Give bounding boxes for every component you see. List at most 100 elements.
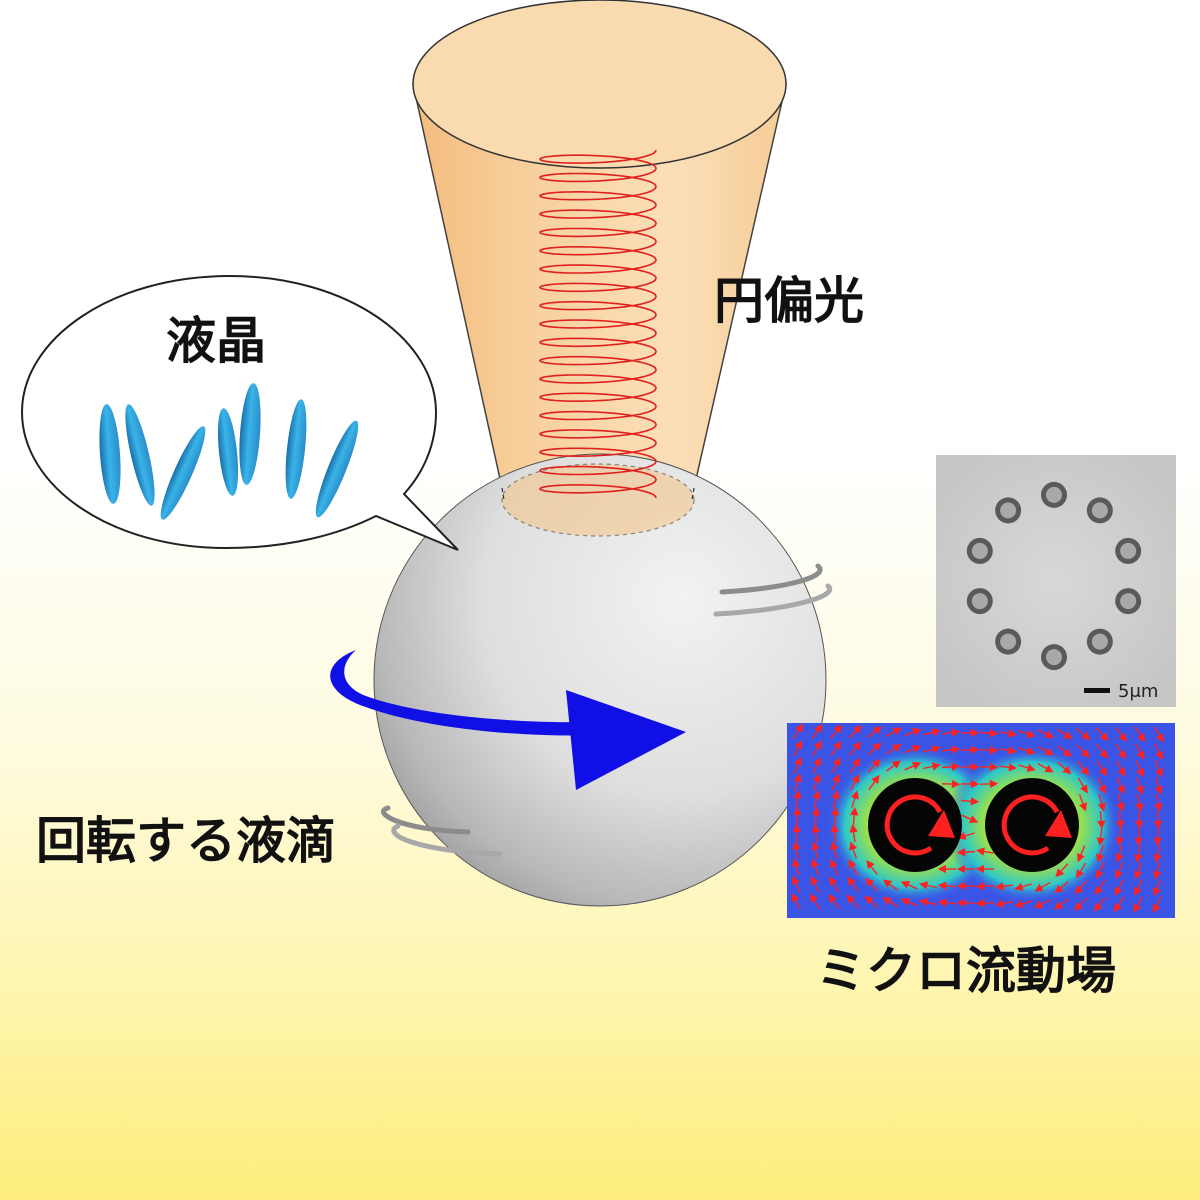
- flow-arrow: [848, 741, 862, 756]
- motion-line-right-1: [719, 563, 823, 595]
- microscope-droplet-core: [1046, 649, 1062, 666]
- flow-arrow: [1116, 794, 1125, 812]
- flow-arrows: [791, 723, 1164, 914]
- label-liquid-crystal: 液晶: [166, 311, 266, 370]
- flow-arrow: [865, 878, 879, 892]
- flow-arrow: [868, 774, 880, 791]
- flow-arrow: [812, 789, 821, 809]
- flow-arrow: [866, 860, 878, 876]
- flow-arrow: [792, 823, 801, 843]
- flow-arrow: [923, 745, 941, 754]
- polarization-helix: [539, 149, 657, 499]
- flow-arrow: [937, 898, 957, 907]
- microscope-droplet-core: [1000, 633, 1017, 650]
- flow-arrow: [1115, 862, 1124, 880]
- flow-arrow: [830, 823, 839, 843]
- flow-arrow: [1097, 810, 1106, 830]
- circular-arrow-head: [1045, 810, 1072, 838]
- flow-arrow: [1096, 760, 1108, 777]
- flow-arrow: [882, 897, 899, 908]
- flow-arrow: [1053, 898, 1070, 910]
- flow-arrow: [1077, 845, 1086, 863]
- flow-arrow: [811, 723, 823, 740]
- flow-arrow: [829, 724, 843, 739]
- flow-arrow: [900, 898, 918, 907]
- lc-molecule: [160, 426, 206, 520]
- flow-arrow: [998, 729, 1018, 738]
- flow-arrow: [1153, 726, 1164, 743]
- beam-footprint: [501, 463, 695, 537]
- flow-arrow: [811, 740, 822, 757]
- microscope-droplet-core: [1000, 502, 1017, 519]
- flow-arrow: [1114, 879, 1124, 896]
- flow-arrow: [1115, 743, 1127, 760]
- lc-molecules: [99, 383, 359, 520]
- motion-line-left-2: [391, 823, 503, 857]
- rotating-droplet-left: [868, 778, 962, 872]
- flow-arrow: [1135, 793, 1144, 813]
- flow-arrow: [810, 875, 820, 893]
- rotating-droplet-right: [985, 778, 1079, 872]
- flow-arrow: [1134, 726, 1146, 743]
- flow-arrow: [1056, 728, 1073, 740]
- lc-molecule: [99, 404, 121, 504]
- lc-molecule: [125, 404, 155, 506]
- flow-arrow: [1014, 882, 1032, 891]
- lc-molecule: [217, 408, 239, 496]
- flow-arrow: [1037, 729, 1055, 738]
- flow-arrow: [848, 725, 862, 739]
- flow-arrow: [1115, 845, 1124, 863]
- motion-line-right-2: [713, 583, 833, 617]
- circular-arrow-head: [928, 810, 955, 838]
- flow-arrow: [919, 898, 937, 907]
- droplet-core: [868, 778, 962, 872]
- flow-arrow: [1056, 745, 1072, 757]
- flow-arrow: [1153, 810, 1163, 830]
- flow-arrow: [1116, 810, 1125, 830]
- flow-arrow: [1094, 879, 1106, 896]
- flow-arrow: [830, 841, 839, 859]
- flow-arrow: [792, 840, 801, 860]
- flow-arrow: [1135, 777, 1144, 795]
- motion-line-left-1: [380, 805, 471, 835]
- flow-arrow: [849, 841, 858, 859]
- flow-arrow: [1154, 777, 1163, 795]
- speech-bubble: [20, 274, 459, 551]
- flow-arrow: [1116, 777, 1125, 795]
- flow-arrow: [848, 859, 859, 876]
- flow-arrow: [1055, 863, 1069, 878]
- flow-arrow: [975, 847, 995, 856]
- flow-arrow: [1133, 896, 1144, 913]
- flow-arrow: [1154, 760, 1163, 778]
- liquid-crystal-bubble: 液晶: [20, 274, 459, 551]
- flow-arrow: [942, 728, 961, 737]
- rotation-arrow-body: [330, 650, 600, 736]
- flow-arrow: [900, 881, 918, 890]
- lc-molecule: [285, 399, 307, 499]
- flow-arrow: [811, 806, 821, 826]
- microscope-droplet-core: [1120, 542, 1137, 559]
- flow-arrow: [904, 762, 922, 771]
- microscope-droplet-core: [971, 593, 988, 610]
- flow-arrow: [793, 756, 802, 774]
- flow-arrow: [1018, 729, 1036, 738]
- lc-molecule: [315, 420, 359, 518]
- flow-arrow: [1034, 881, 1051, 892]
- flow-arrow: [850, 790, 859, 808]
- flow-arrow: [846, 894, 860, 909]
- droplet-ring: [966, 481, 1142, 671]
- flow-arrow: [1057, 761, 1072, 775]
- flow-arrow: [1134, 879, 1143, 897]
- flow-arrow: [979, 745, 999, 755]
- flow-arrow: [1097, 794, 1106, 812]
- flow-arrow: [885, 727, 902, 738]
- flow-arrow: [994, 882, 1013, 891]
- microscope-droplet-core: [1120, 593, 1137, 610]
- motion-lines: [380, 563, 833, 857]
- flow-arrow: [1154, 743, 1163, 761]
- flow-arrow: [1095, 862, 1105, 880]
- microscope-image: 5μm: [936, 455, 1176, 707]
- flow-arrow: [793, 773, 802, 791]
- droplet-sphere: [373, 453, 827, 907]
